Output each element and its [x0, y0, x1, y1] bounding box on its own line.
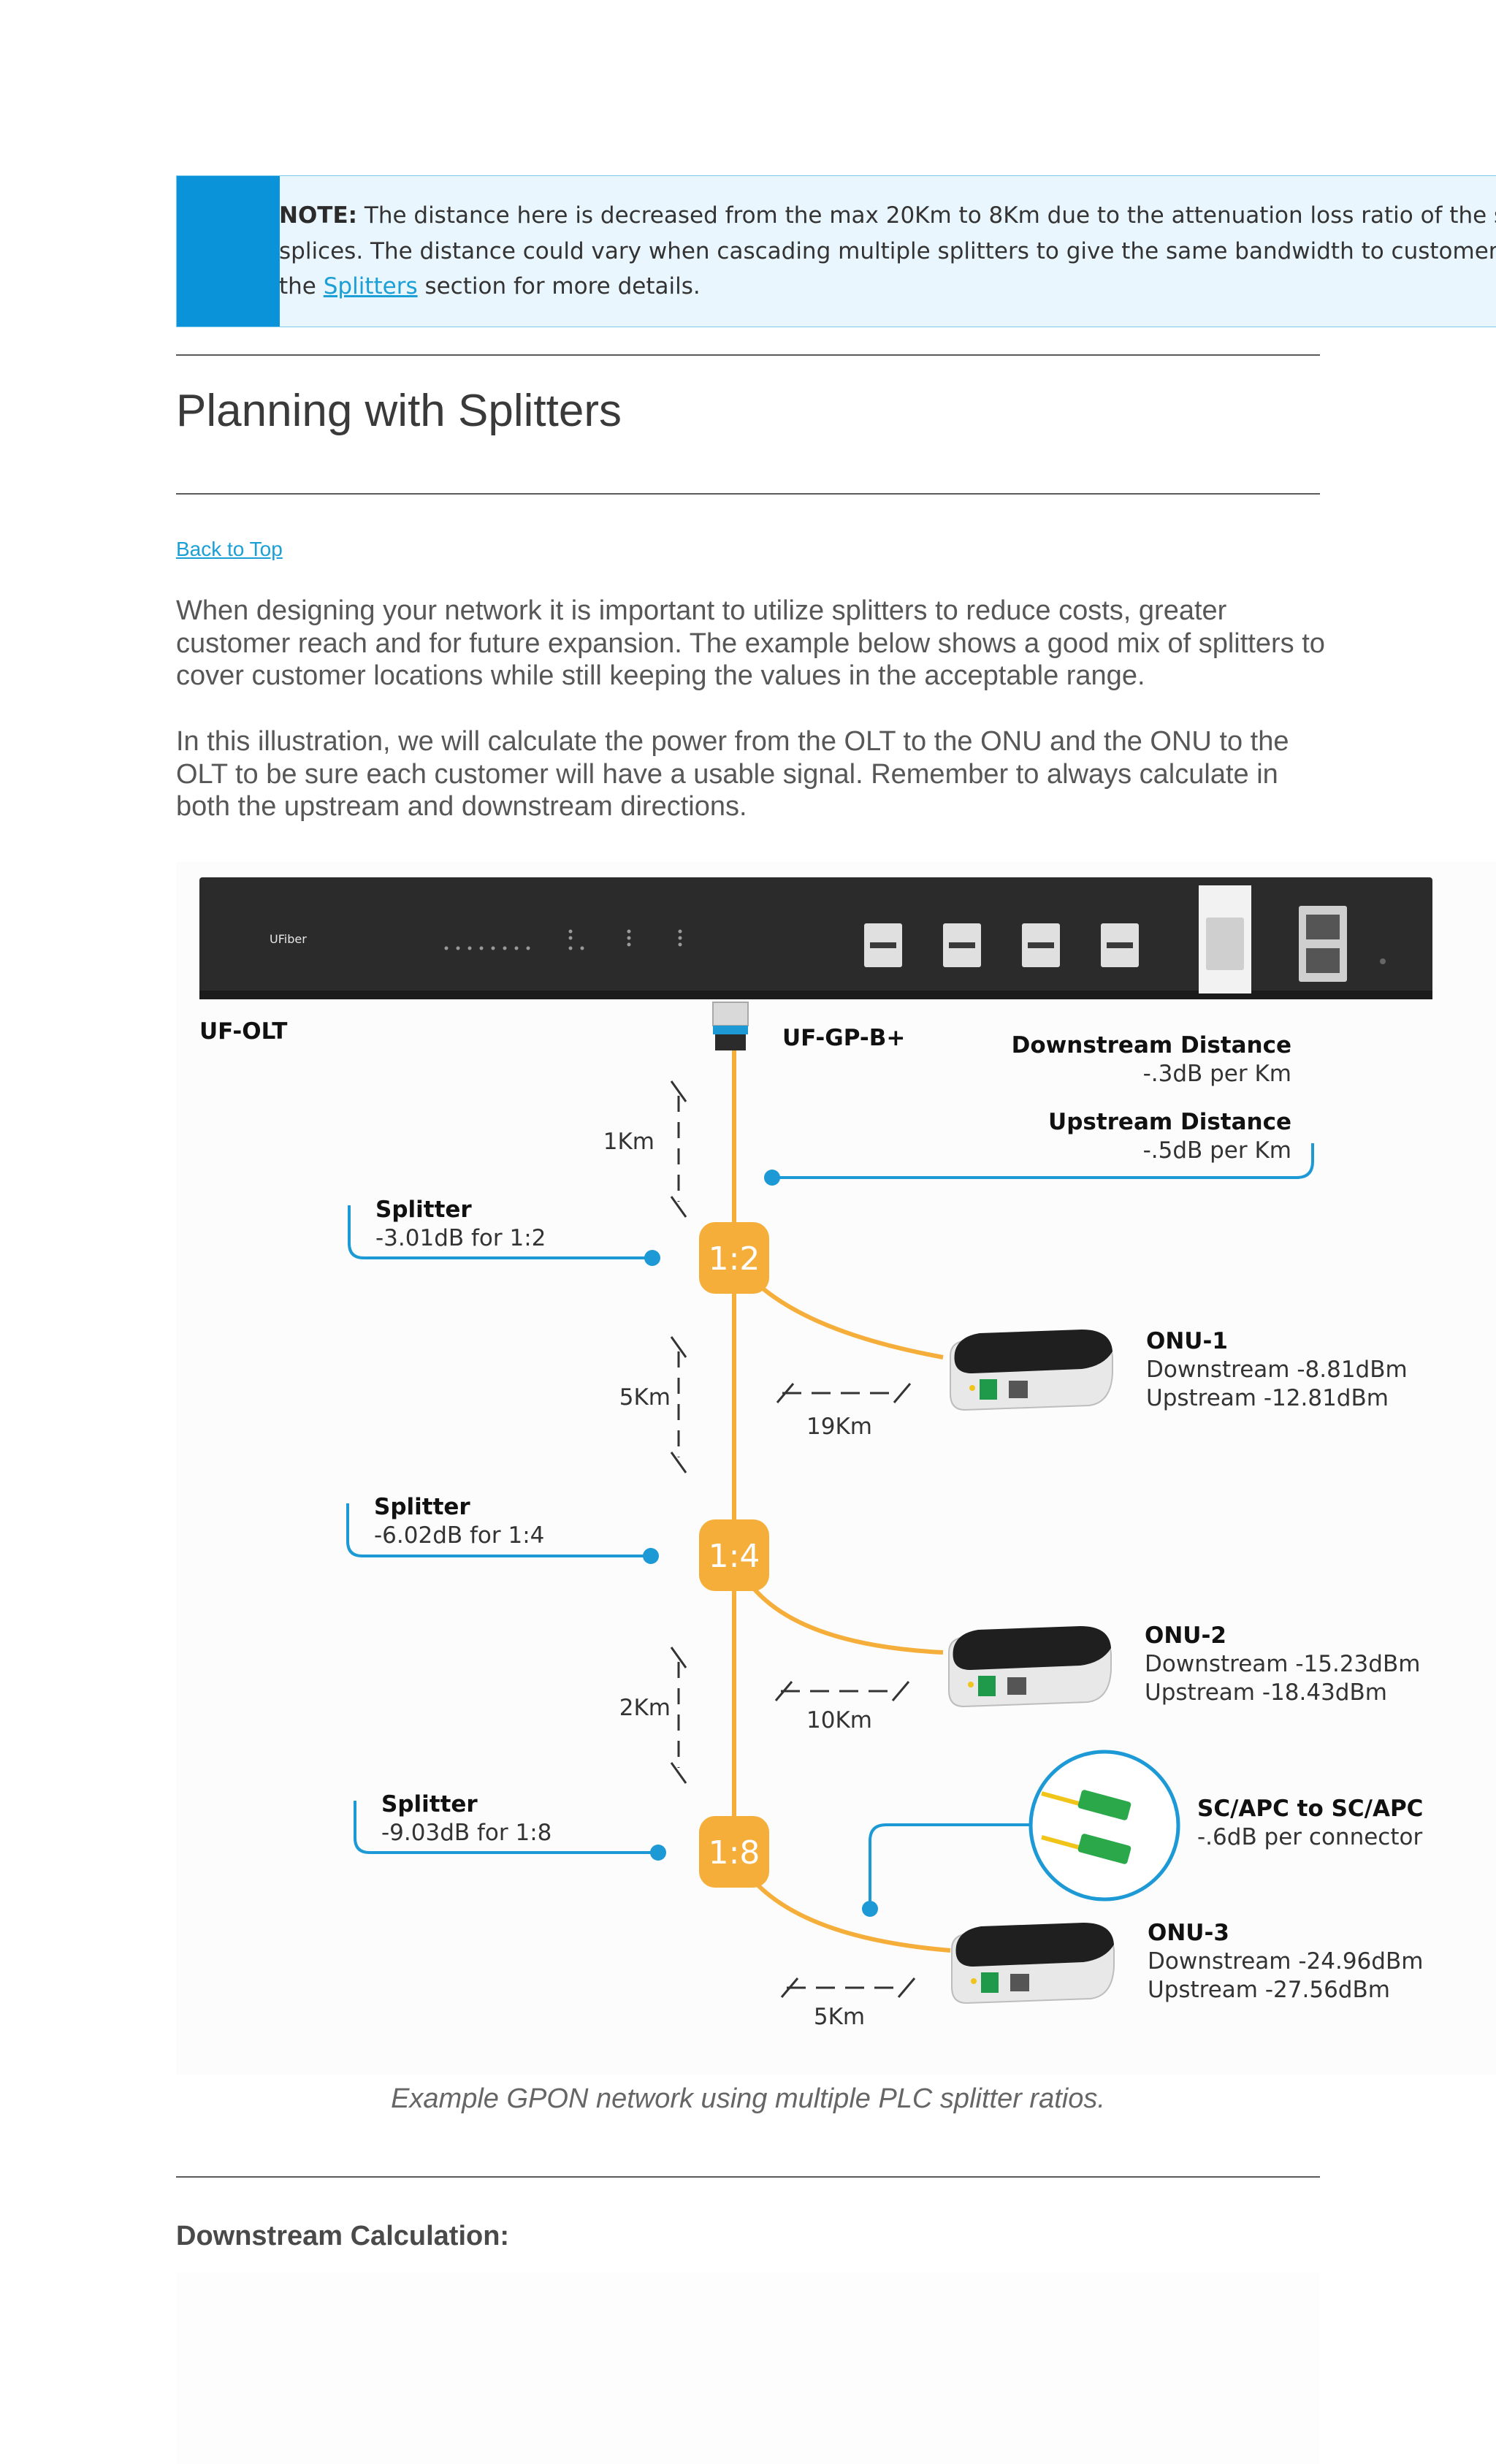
- onu-downstream-3: Downstream -24.96dBm: [1148, 1948, 1423, 1975]
- sfp-module: [712, 1002, 749, 1050]
- illustration-paragraph: In this illustration, we will calculate …: [176, 726, 1289, 822]
- splitter-callout-2: [346, 1503, 651, 1557]
- onu-upstream-3: Upstream -27.56dBm: [1148, 1977, 1390, 2003]
- splitter-title-1: Splitter: [375, 1197, 472, 1223]
- divider-bottom: [176, 2176, 1320, 2178]
- drop-distance-3: 5Km: [814, 2004, 865, 2030]
- gpon-network-diagram: UFiber UF-OLT UF-GP-B+: [176, 862, 1496, 2075]
- onu-device-2: [948, 1626, 1112, 1708]
- drop-distance-marker-1: [776, 1383, 912, 1403]
- onu-device-1: [950, 1330, 1113, 1411]
- upstream-distance-value: -.5dB per Km: [1143, 1137, 1291, 1164]
- drop-distance-marker-2: [774, 1681, 910, 1701]
- splitter-loss-2: -6.02dB for 1:4: [374, 1522, 544, 1549]
- splitter-loss-1: -3.01dB for 1:2: [375, 1225, 546, 1251]
- note-label: NOTE:: [279, 202, 358, 229]
- note-text: NOTE: The distance here is decreased fro…: [279, 198, 1496, 305]
- splitter-ratio-2: 1:4: [709, 1538, 760, 1575]
- olt-label: UF-OLT: [199, 1018, 287, 1045]
- onu-upstream-1: Upstream -12.81dBm: [1146, 1385, 1389, 1411]
- splitter-callout-1: [348, 1205, 652, 1259]
- figure-caption: Example GPON network using multiple PLC …: [391, 2083, 1105, 2114]
- splitter-title-2: Splitter: [374, 1494, 470, 1520]
- trunk-distance-1: 1Km: [603, 1129, 654, 1155]
- connector-callout-line: [869, 1823, 1032, 1909]
- trunk-distance-2: 5Km: [619, 1384, 671, 1411]
- connector-loss: -.6dB per connector: [1197, 1824, 1422, 1850]
- back-to-top-link[interactable]: Back to Top: [176, 538, 283, 560]
- note-line-1: The distance here is decreased from the …: [357, 202, 1496, 229]
- divider-under-title: [176, 493, 1320, 495]
- splitter-callout-3: [354, 1801, 658, 1854]
- divider-top: [176, 354, 1320, 356]
- splitter-ratio-3: 1:8: [709, 1834, 760, 1872]
- onu-upstream-2: Upstream -18.43dBm: [1145, 1679, 1387, 1706]
- downstream-distance-title: Downstream Distance: [1012, 1032, 1291, 1059]
- onu-name-2: ONU-2: [1145, 1622, 1226, 1649]
- distance-marker-2km: [670, 1647, 687, 1784]
- upstream-callout-line: [772, 1143, 1314, 1179]
- onu-name-1: ONU-1: [1146, 1328, 1228, 1354]
- splitter-title-3: Splitter: [381, 1791, 478, 1818]
- splitter-node-1: [699, 1222, 769, 1294]
- onu-downstream-2: Downstream -15.23dBm: [1145, 1651, 1420, 1677]
- onu-device-3: [951, 1923, 1115, 2005]
- note-line-2: splices. The distance could vary when ca…: [279, 237, 1496, 264]
- note-callout: NOTE: The distance here is decreased fro…: [176, 175, 1496, 327]
- olt-device: UFiber: [199, 877, 1432, 999]
- note-line-3-post: section for more details.: [417, 273, 701, 300]
- drop-distance-1: 19Km: [806, 1414, 872, 1440]
- distance-marker-5km: [670, 1336, 687, 1473]
- splitter-loss-3: -9.03dB for 1:8: [381, 1820, 552, 1846]
- note-accent-bar: [177, 176, 280, 327]
- splitters-link[interactable]: Splitters: [323, 273, 418, 300]
- sc-apc-connector-icon: [1028, 1750, 1180, 1902]
- calculation-area: [176, 2272, 1320, 2464]
- note-line-3-pre: the: [279, 273, 324, 300]
- drop-distance-2: 10Km: [806, 1707, 872, 1733]
- splitter-ratio-1: 1:2: [709, 1240, 760, 1278]
- distance-marker-1km: [670, 1080, 687, 1218]
- trunk-distance-3: 2Km: [619, 1695, 671, 1721]
- onu-downstream-1: Downstream -8.81dBm: [1146, 1357, 1408, 1383]
- onu-name-3: ONU-3: [1148, 1920, 1229, 1946]
- sfp-label: UF-GP-B+: [782, 1025, 905, 1051]
- downstream-distance-value: -.3dB per Km: [1143, 1061, 1291, 1087]
- downstream-calculation-heading: Downstream Calculation:: [176, 2221, 510, 2251]
- section-title: Planning with Splitters: [176, 386, 622, 436]
- upstream-distance-title: Upstream Distance: [1048, 1109, 1291, 1135]
- connector-title: SC/APC to SC/APC: [1197, 1796, 1423, 1822]
- intro-paragraph: When designing your network it is import…: [176, 595, 1325, 691]
- drop-distance-marker-3: [780, 1977, 916, 1998]
- olt-brand-logo: UFiber: [270, 932, 307, 946]
- splitter-node-3: [699, 1816, 769, 1888]
- splitter-node-2: [699, 1519, 769, 1591]
